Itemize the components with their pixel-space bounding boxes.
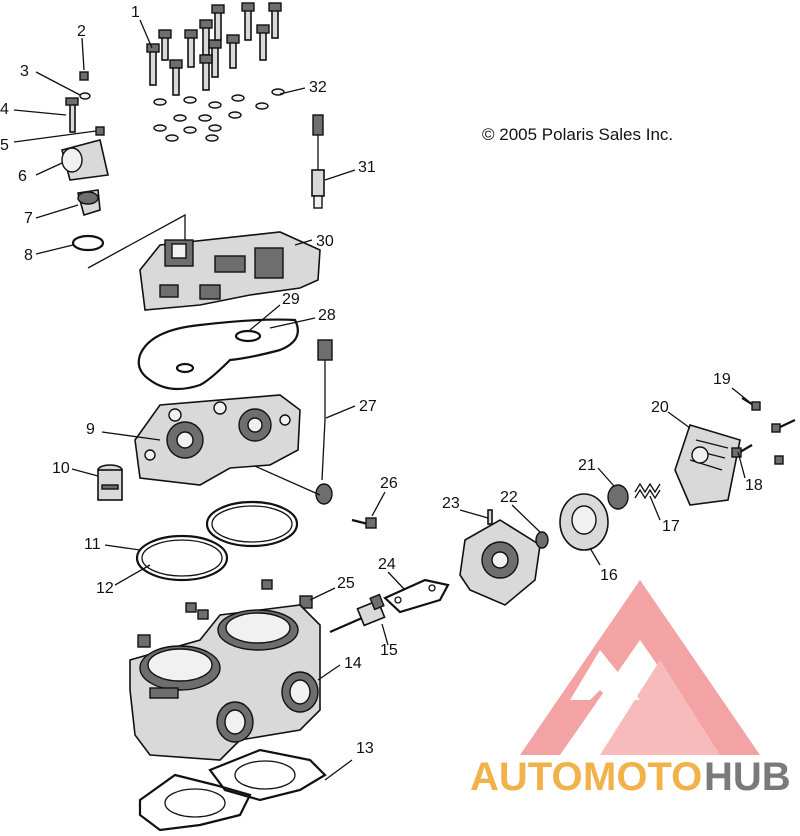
callout-4: 4 xyxy=(0,101,9,118)
callout-12: 12 xyxy=(96,580,114,597)
callout-25: 25 xyxy=(337,575,355,592)
callout-8: 8 xyxy=(24,247,33,264)
callout-numbers: 1 2 3 4 5 6 7 8 9 10 11 12 13 14 15 16 1… xyxy=(0,4,763,757)
watermark-moto: MOTO xyxy=(583,755,702,799)
watermark-auto: AUTO xyxy=(470,755,583,799)
callout-21: 21 xyxy=(578,457,596,474)
pump-spring xyxy=(634,482,661,500)
head-gasket-seal xyxy=(137,318,299,391)
pump-cover xyxy=(674,424,741,506)
callout-29: 29 xyxy=(282,291,300,308)
callout-30: 30 xyxy=(316,233,334,250)
callout-19: 19 xyxy=(713,371,731,388)
callout-2: 2 xyxy=(77,23,86,40)
cylinders xyxy=(129,604,321,761)
callout-11: 11 xyxy=(84,536,101,553)
head-cover-plate xyxy=(139,231,321,311)
callout-9: 9 xyxy=(86,421,95,438)
cover-bolts xyxy=(731,397,796,465)
callout-17: 17 xyxy=(662,518,680,535)
callout-32: 32 xyxy=(309,79,327,96)
watermark-wordmark: AUTO MOTO HUB xyxy=(470,755,791,799)
callout-6: 6 xyxy=(18,168,27,185)
temperature-sensor xyxy=(311,114,325,209)
callout-15: 15 xyxy=(380,642,398,659)
copyright-text: © 2005 Polaris Sales Inc. xyxy=(482,125,673,144)
fitting-plug xyxy=(97,464,123,501)
cylinder-head xyxy=(134,394,301,486)
exhaust-valve xyxy=(329,593,386,634)
pump-bearing xyxy=(607,484,629,510)
impeller xyxy=(559,493,609,551)
callout-31: 31 xyxy=(358,159,376,176)
water-pump-housing xyxy=(459,509,541,606)
mount-bolt xyxy=(351,517,377,529)
callout-23: 23 xyxy=(442,495,460,512)
base-gaskets xyxy=(138,748,327,832)
callout-3: 3 xyxy=(20,63,29,80)
watermark-hub: HUB xyxy=(704,755,791,799)
thermostat-housing xyxy=(61,71,109,252)
head-bolts xyxy=(146,2,282,96)
callout-28: 28 xyxy=(318,307,336,324)
automotohub-logo-icon xyxy=(520,580,760,755)
callout-22: 22 xyxy=(500,489,518,506)
callout-27: 27 xyxy=(359,398,377,415)
callout-20: 20 xyxy=(651,399,669,416)
knock-sensor xyxy=(315,339,333,505)
callout-18: 18 xyxy=(745,477,763,494)
callout-24: 24 xyxy=(378,556,396,573)
leader-lines xyxy=(13,19,753,781)
callout-7: 7 xyxy=(24,210,33,227)
pump-gasket xyxy=(383,578,450,614)
washers xyxy=(153,88,285,142)
callout-14: 14 xyxy=(344,655,362,672)
callout-16: 16 xyxy=(600,567,618,584)
callout-5: 5 xyxy=(0,137,9,154)
callout-10: 10 xyxy=(52,460,70,477)
callout-13: 13 xyxy=(356,740,374,757)
pump-seal xyxy=(535,531,549,549)
callout-1: 1 xyxy=(131,4,140,21)
head-gasket-rings xyxy=(135,500,299,582)
callout-26: 26 xyxy=(380,475,398,492)
cylinder-nuts xyxy=(137,579,313,648)
